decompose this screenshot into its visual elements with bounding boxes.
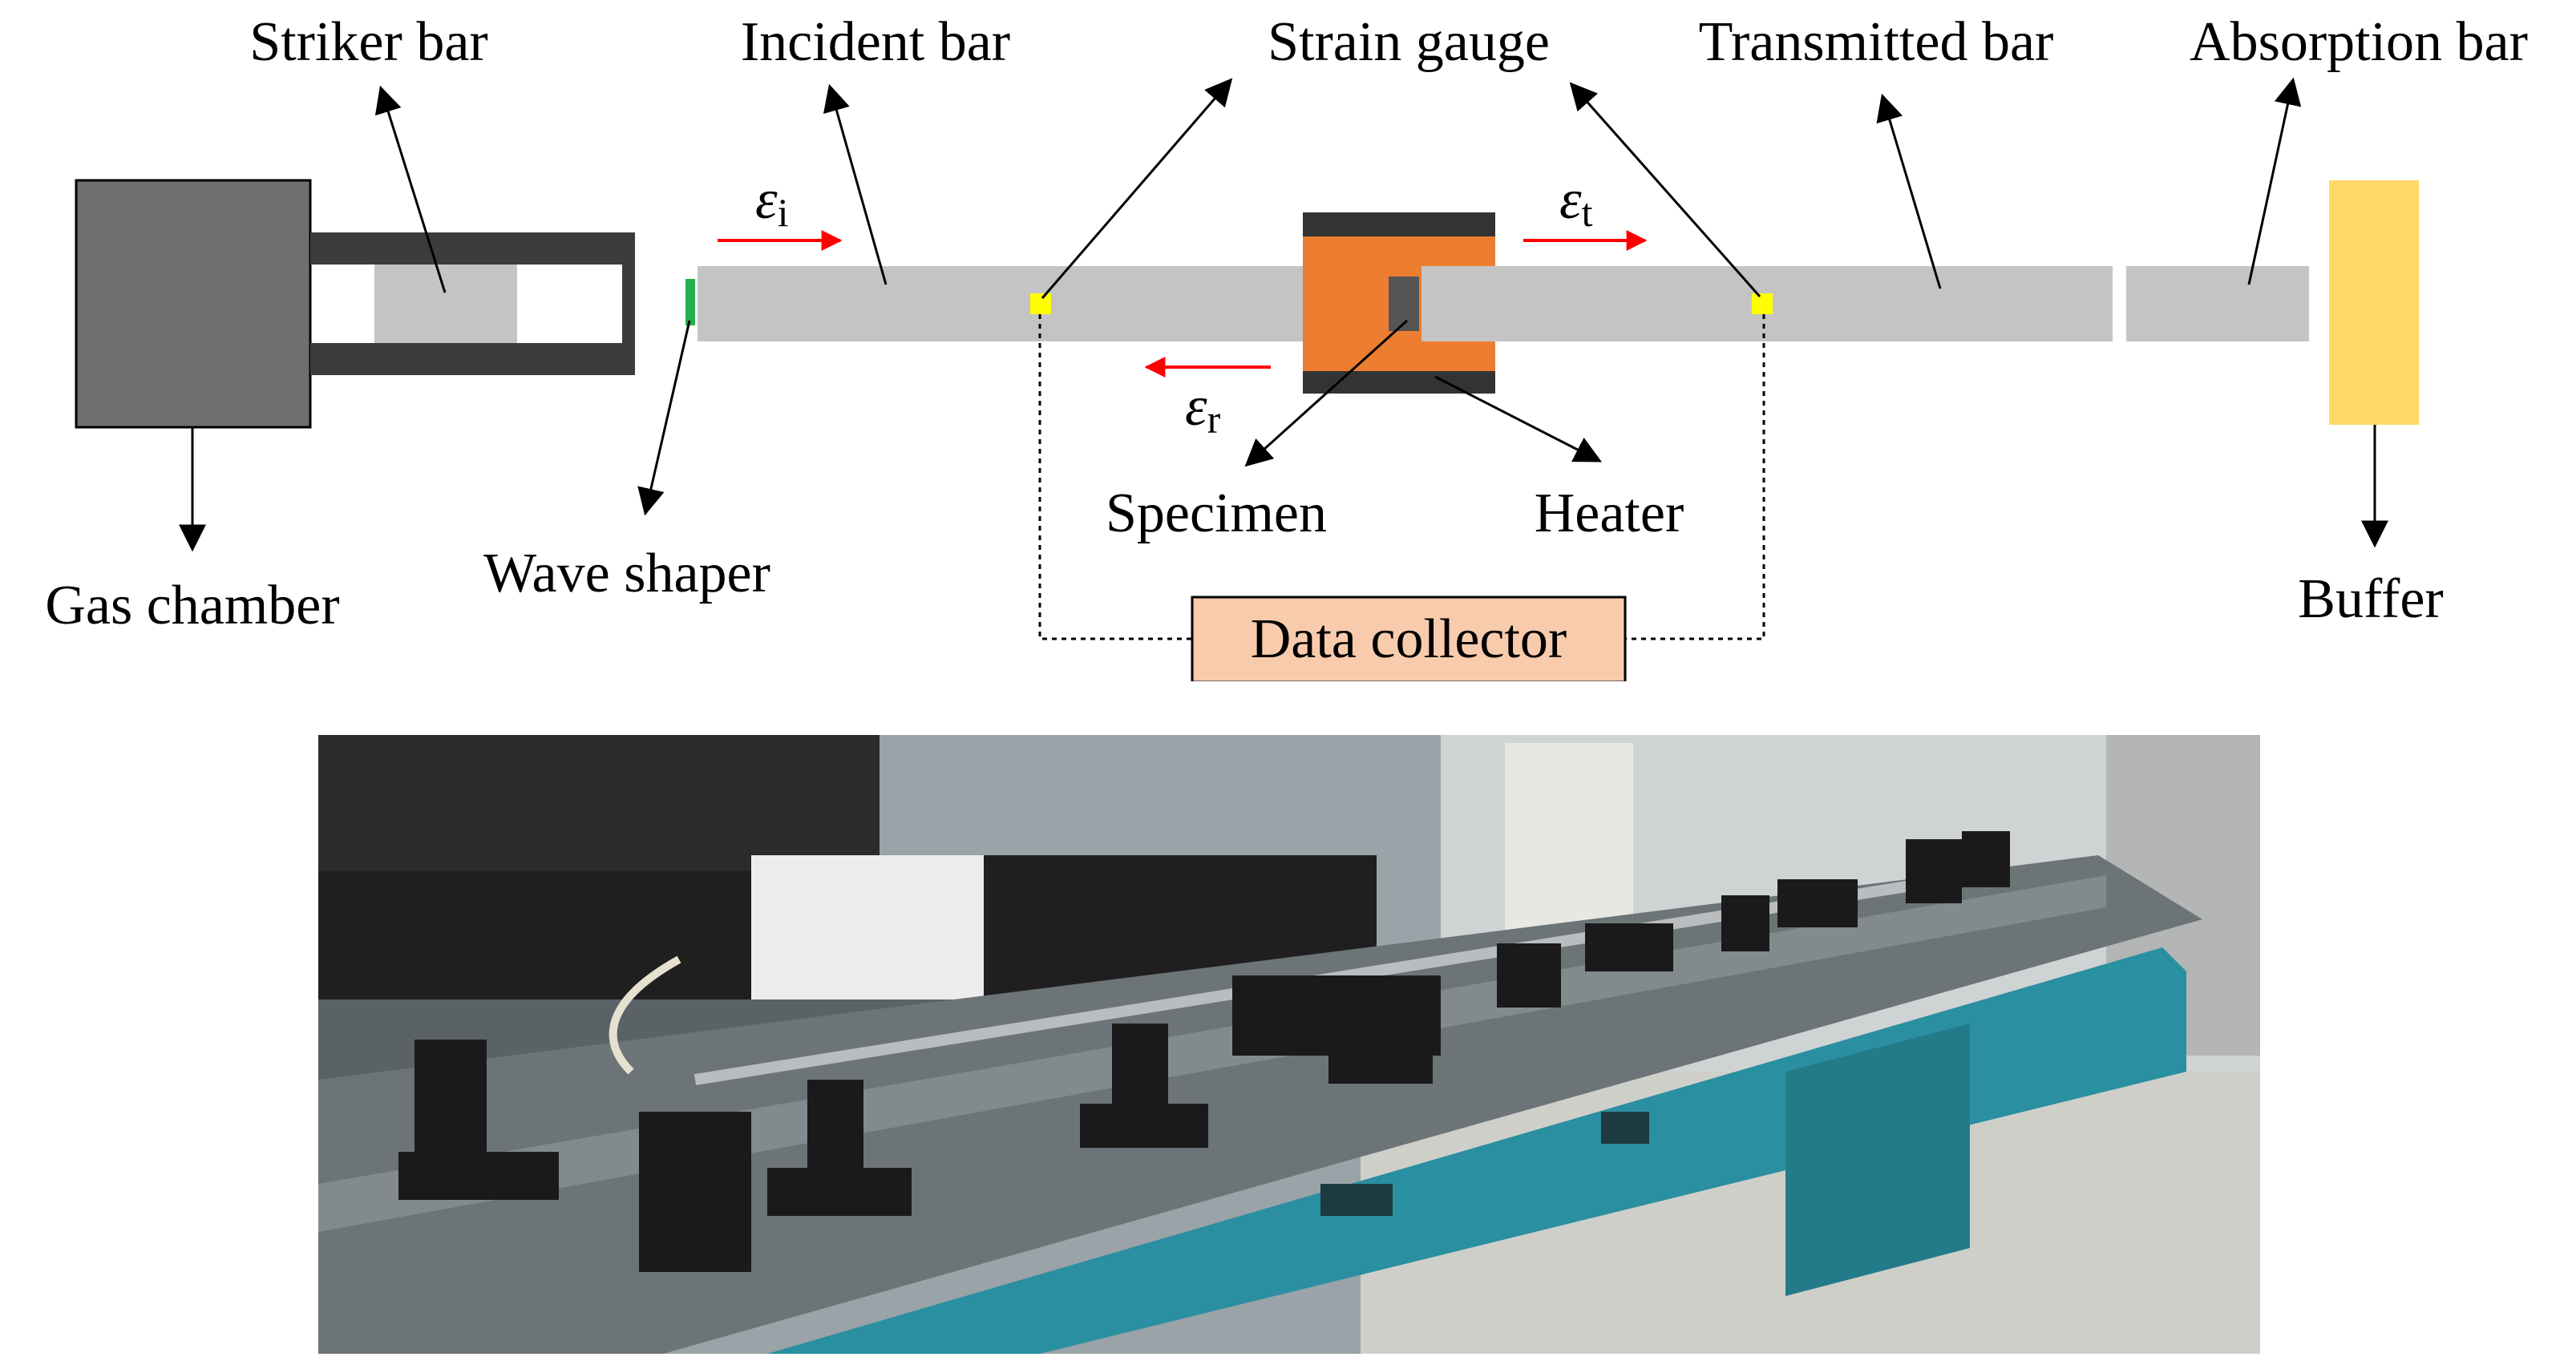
arrow-strain-gauge-left: [1041, 78, 1233, 299]
apparatus-photo: [318, 735, 2260, 1354]
barrel-end: [622, 265, 635, 343]
gauge-wire-right: [1625, 314, 1765, 640]
shpb-schematic: Data collector εi εr εt Striker bar Inci…: [45, 11, 2528, 681]
heater-top-plate: [1303, 212, 1495, 236]
strain-transmitted-label: εt: [1559, 169, 1593, 235]
data-collector-box: [1191, 596, 1627, 681]
absorption-bar: [2126, 266, 2309, 341]
buffer-label: Buffer: [2298, 568, 2443, 630]
absorption-bar-label: Absorption bar: [2190, 11, 2528, 73]
striker-bar: [374, 265, 517, 343]
arrow-heater: [1434, 375, 1603, 462]
arrow-incident-bar: [823, 83, 888, 285]
strain-gauge-transmitted: [1752, 293, 1773, 314]
arrow-striker-bar: [374, 85, 447, 293]
arrow-transmitted-bar: [1876, 93, 1942, 289]
barrel-bottom: [310, 343, 635, 375]
transmitted-bar-label: Transmitted bar: [1699, 11, 2054, 73]
gas-chamber: [75, 179, 312, 429]
arrow-wave-shaper: [637, 320, 691, 516]
heater-label: Heater: [1535, 483, 1684, 544]
strain-gauge-label: Strain gauge: [1268, 11, 1550, 73]
heater-bottom-plate: [1303, 371, 1495, 394]
arrow-specimen: [1244, 319, 1409, 467]
wave-shaper-label: Wave shaper: [483, 543, 770, 604]
striker-bar-label: Striker bar: [249, 11, 487, 73]
photo-illustration: [318, 735, 2260, 1354]
strain-incident-label: εi: [755, 169, 789, 235]
barrel-top: [310, 232, 635, 265]
specimen-label: Specimen: [1106, 483, 1327, 544]
arrow-absorption-bar: [2247, 77, 2302, 285]
arrow-strain-gauge-right: [1569, 82, 1761, 297]
wave-shaper: [685, 279, 695, 325]
gauge-wire-left: [1038, 314, 1192, 640]
data-collector-label: Data collector: [1251, 608, 1567, 670]
strain-gauge-incident: [1030, 293, 1051, 314]
gas-chamber-label: Gas chamber: [45, 575, 339, 636]
buffer-block: [2329, 180, 2419, 425]
strain-reflected-label: εr: [1185, 376, 1221, 442]
incident-bar-label: Incident bar: [741, 11, 1010, 73]
